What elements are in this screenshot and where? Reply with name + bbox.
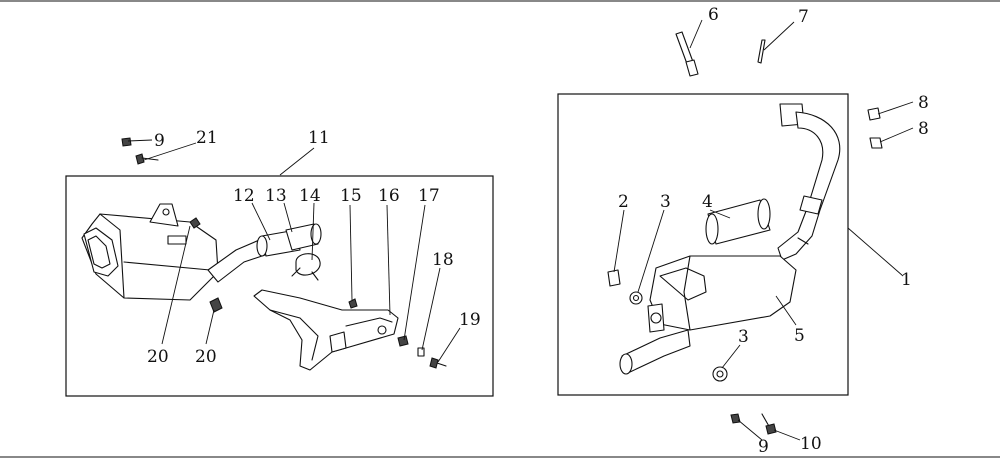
clamp-part [291,253,321,281]
callout-10: 10 [800,434,822,454]
heat-shield-part [253,289,399,371]
sensor-part-6 [675,31,699,77]
callout-2: 2 [618,192,629,212]
nut-part-9-bottom [730,413,741,424]
callout-3-lower: 3 [738,327,749,347]
callout-19: 19 [459,310,481,330]
bolt-part-10 [761,413,777,435]
nut-part-20a [189,217,201,229]
exhaust-tail-pipe [619,329,691,375]
callout-7: 7 [798,7,809,27]
callout-6: 6 [708,5,719,25]
nut-part-20b [209,297,223,313]
callout-9-top: 9 [154,131,165,151]
muffler-body [81,203,219,301]
callout-20-right: 20 [195,347,217,367]
exhaust-assembly-frame [557,93,849,396]
gasket-part-4 [705,198,771,245]
callout-21: 21 [196,128,218,148]
pin-part-7 [757,39,766,64]
clip-part-8a [867,107,881,121]
callout-13: 13 [265,186,287,206]
callout-1: 1 [901,270,912,290]
exhaust-header-pipe [777,103,841,261]
callout-16: 16 [378,186,400,206]
bolt-part-2 [607,269,621,287]
bolt-part-21 [135,153,159,165]
callout-15: 15 [340,186,362,206]
callout-11: 11 [308,128,330,148]
nut-part-3a [629,291,643,305]
washer-part-18 [417,347,425,357]
muffler-assembly-frame [65,175,494,397]
callout-4: 4 [702,192,713,212]
callout-8-lower: 8 [918,119,929,139]
callout-8-upper: 8 [918,93,929,113]
muffler-inlet-pipe [207,223,322,283]
callout-20-left: 20 [147,347,169,367]
callout-17: 17 [418,186,440,206]
exhaust-muffler-can [647,255,797,333]
callout-12: 12 [233,186,255,206]
callout-9-bottom: 9 [758,437,769,457]
screw-part-15 [348,298,358,309]
nut-part-17 [397,335,409,347]
bolt-part-19 [429,357,447,369]
callout-18: 18 [432,250,454,270]
nut-part-3b [712,366,728,382]
callout-14: 14 [299,186,321,206]
nut-part-9-top [121,137,132,147]
leader-lines [127,19,914,441]
callout-3-upper: 3 [660,192,671,212]
clip-part-8b [869,137,883,149]
callout-5: 5 [794,326,805,346]
